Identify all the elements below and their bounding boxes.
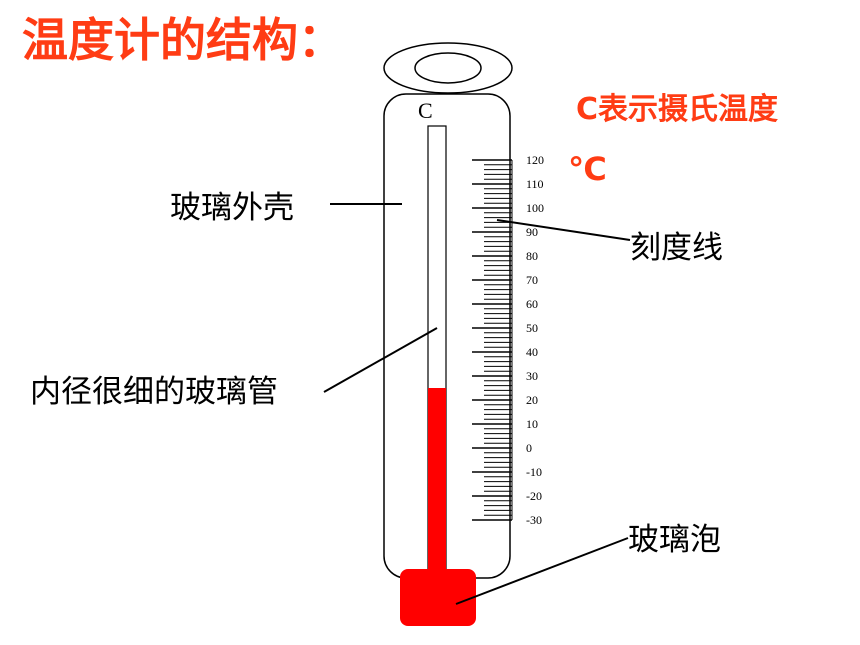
page-title: 温度计的结构： — [22, 13, 344, 67]
celsius-unit-symbol: ℃ — [568, 150, 607, 188]
tick-label: 30 — [526, 369, 538, 383]
outer-shell-label: 玻璃外壳 — [170, 190, 294, 226]
cap-inner-ring — [414, 52, 482, 84]
tick-label: 100 — [526, 201, 544, 215]
bulb-leader — [455, 537, 629, 605]
tick-label: 70 — [526, 273, 538, 287]
tick-label: -20 — [526, 489, 542, 503]
scale-ticks — [472, 159, 513, 521]
tick-label: 50 — [526, 321, 538, 335]
tick-label: 120 — [526, 153, 544, 167]
inner-tube-leader — [323, 327, 438, 393]
bulb-label: 玻璃泡 — [628, 522, 721, 558]
tick-label: 20 — [526, 393, 538, 407]
liquid-column — [428, 388, 446, 572]
celsius-note: C表示摄氏温度 — [576, 92, 779, 127]
tick-label: 60 — [526, 297, 538, 311]
tick-label: 110 — [526, 177, 544, 191]
tick-label: 90 — [526, 225, 538, 239]
tick-label: 0 — [526, 441, 532, 455]
tick-label: -30 — [526, 513, 542, 527]
tick-label: 80 — [526, 249, 538, 263]
tick-label: 40 — [526, 345, 538, 359]
inner-tube-label: 内径很细的玻璃管 — [30, 374, 278, 410]
scale-lines-label: 刻度线 — [630, 230, 723, 266]
scale-lines-leader — [496, 219, 631, 241]
glass-bulb — [400, 569, 476, 626]
tick-label: 10 — [526, 417, 538, 431]
tick-label: -10 — [526, 465, 542, 479]
tube-letter: C — [418, 98, 433, 123]
